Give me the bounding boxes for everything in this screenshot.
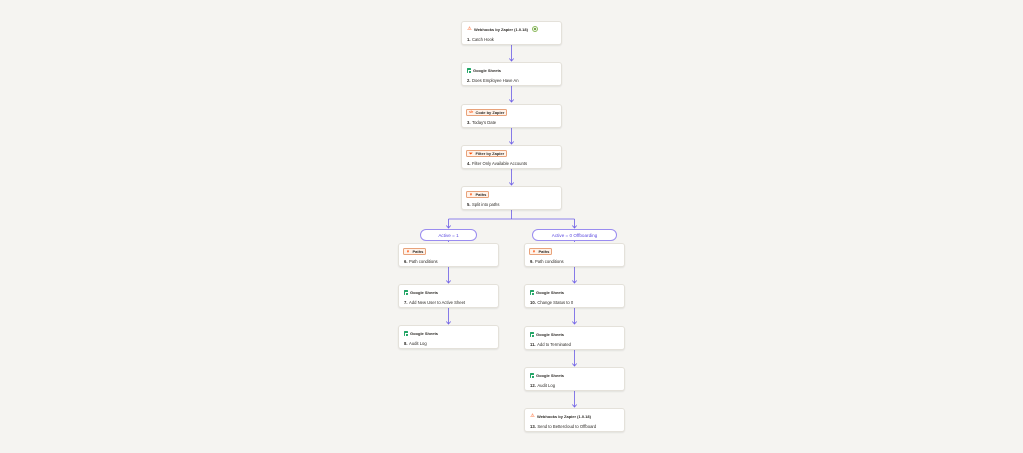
step-app-name: Google Sheets [410,331,439,336]
step-app: Google Sheets [530,289,564,296]
step-app: ⑂ Paths [529,248,553,255]
step-card-1[interactable]: ⚠ Webhooks by Zapier (1.0.18) 1.Catch Ho… [461,21,562,45]
step-app: Google Sheets [530,331,564,338]
step-title: 12.Audit Log [530,383,555,388]
step-app: ⑂ Paths [403,248,427,255]
google-sheets-icon [404,290,409,296]
step-app: Google Sheets [467,67,501,74]
step-card-6[interactable]: ⑂ Paths 6.Path conditions [398,243,499,267]
step-title-text: Split into paths [472,201,500,207]
step-title-text: Today's Date [472,119,497,125]
step-title-text: Path conditions [409,258,438,264]
step-card-2[interactable]: Google Sheets 2.Does Employee Have An [461,62,562,86]
step-card-10[interactable]: Google Sheets 10.Change Status to 0 [524,284,625,308]
paths-icon: ⑂ [532,249,536,254]
webhook-icon: ⚠ [530,413,535,419]
step-app-name: Filter by Zapier [475,151,505,156]
step-app-name: Google Sheets [410,290,439,295]
step-app: Google Sheets [404,289,438,296]
filter-icon: ⏷ [469,151,473,156]
step-number: 12. [530,382,536,388]
google-sheets-icon [530,373,535,379]
step-number: 2. [467,77,471,83]
step-number: 13. [530,423,536,429]
step-title: 1.Catch Hook [467,37,494,42]
step-title: 9.Path conditions [530,259,564,264]
step-number: 3. [467,119,471,125]
connector-paths-split [448,210,575,220]
webhook-icon: ⚠ [467,26,472,32]
step-app: ⚠ Webhooks by Zapier (1.0.18) [467,26,528,33]
step-app-name: Code by Zapier [475,110,505,115]
step-card-8[interactable]: Google Sheets 8.Audit Log [398,325,499,349]
step-card-5[interactable]: ⑂ Paths 5.Split into paths [461,186,562,210]
step-card-4[interactable]: ⏷ Filter by Zapier 4.Filter Only Availab… [461,145,562,169]
step-number: 7. [404,299,408,305]
step-card-12[interactable]: Google Sheets 12.Audit Log [524,367,625,391]
step-title: 7.Add New User to Active Sheet [404,300,465,305]
step-number: 9. [530,258,534,264]
step-card-3[interactable]: </> Code by Zapier 3.Today's Date [461,104,562,128]
step-number: 8. [404,340,408,346]
step-title-text: Add New User to Active Sheet [409,299,466,305]
step-title-text: Path conditions [535,258,564,264]
step-app-name: Google Sheets [473,68,502,73]
step-app: Google Sheets [404,330,438,337]
google-sheets-icon [404,331,409,337]
step-app-name: Google Sheets [536,373,565,378]
google-sheets-icon [530,290,535,296]
step-title: 6.Path conditions [404,259,438,264]
step-title-text: Does Employee Have An [472,77,519,83]
step-title: 11.Add to Terminated [530,342,571,347]
step-app: ⑂ Paths [466,191,490,198]
step-title: 5.Split into paths [467,202,499,207]
step-title: 3.Today's Date [467,120,496,125]
step-card-11[interactable]: Google Sheets 11.Add to Terminated [524,326,625,350]
path-label-a[interactable]: Active = 1 [420,229,477,241]
path-label-b[interactable]: Active = 0 Offboarding [532,229,617,241]
code-icon: </> [468,110,473,114]
step-title-text: Audit Log [409,340,427,346]
paths-icon: ⑂ [469,192,473,197]
google-sheets-icon [467,68,472,74]
step-title: 8.Audit Log [404,341,427,346]
step-app-name: Google Sheets [536,332,565,337]
step-app-name: Paths [412,249,424,254]
step-title: 13.Send to Bettercloud to Offboard [530,424,596,429]
step-title-text: Filter Only Available Accounts [472,160,528,166]
step-number: 1. [467,36,471,42]
step-app-name: Paths [538,249,550,254]
step-app-name: Google Sheets [536,290,565,295]
step-title: 2.Does Employee Have An [467,78,519,83]
step-app-name: Webhooks by Zapier (1.0.18) [537,414,591,419]
step-app: ⏷ Filter by Zapier [466,150,508,157]
step-card-13[interactable]: ⚠ Webhooks by Zapier (1.0.18) 13.Send to… [524,408,625,432]
step-card-7[interactable]: Google Sheets 7.Add New User to Active S… [398,284,499,308]
step-title-text: Change Status to 0 [537,299,574,305]
step-app: Google Sheets [530,372,564,379]
step-title-text: Send to Bettercloud to Offboard [537,423,597,429]
step-title: 4.Filter Only Available Accounts [467,161,527,166]
step-title-text: Catch Hook [472,36,494,42]
step-app-name: Webhooks by Zapier (1.0.18) [474,27,528,32]
step-title-text: Audit Log [537,382,556,388]
step-app: ⚠ Webhooks by Zapier (1.0.18) [530,413,591,420]
step-number: 6. [404,258,408,264]
step-status-icon [532,26,538,32]
step-number: 5. [467,201,471,207]
step-title: 10.Change Status to 0 [530,300,573,305]
step-title-text: Add to Terminated [537,341,572,347]
step-number: 4. [467,160,471,166]
step-number: 11. [530,341,536,347]
step-app-name: Paths [475,192,487,197]
paths-icon: ⑂ [406,249,410,254]
step-app: </> Code by Zapier [466,109,508,116]
step-number: 10. [530,299,536,305]
google-sheets-icon [530,332,535,338]
step-card-9[interactable]: ⑂ Paths 9.Path conditions [524,243,625,267]
